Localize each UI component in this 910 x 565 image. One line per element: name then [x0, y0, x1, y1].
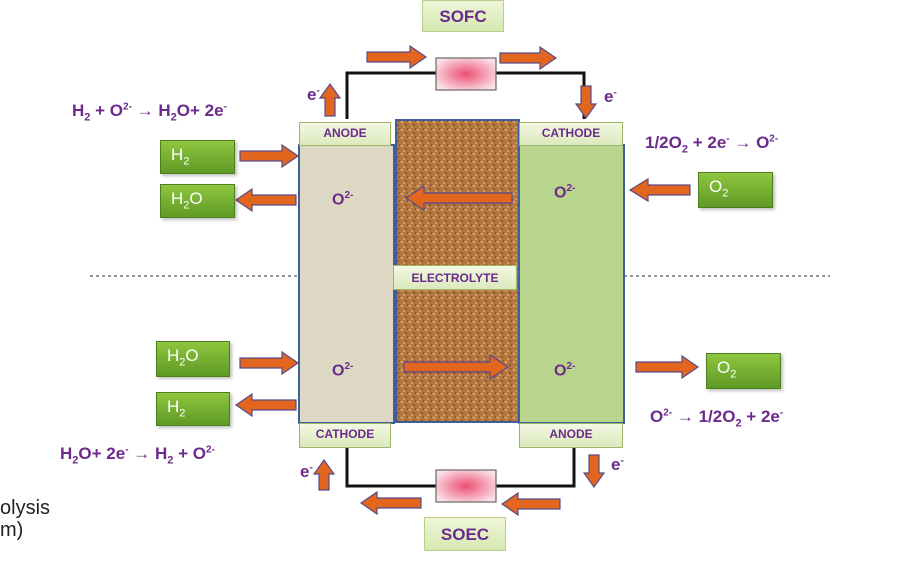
sofc-anode-label: ANODE [299, 122, 391, 146]
sofc-anode-reaction: H2 + O2- → H2O+ 2e- [72, 101, 227, 124]
sofc-h2o-out-arrow [234, 187, 297, 213]
sofc-anode-label-text: ANODE [323, 126, 367, 140]
sofc-electron-down-arrow [574, 85, 598, 120]
soec-electron-up-arrow [312, 458, 336, 491]
sofc-cathode-label: CATHODE [519, 122, 623, 146]
soec-electron-flow-arrow-2 [500, 491, 561, 517]
soec-o2-out-arrow [635, 354, 700, 380]
soec-o2-output-box: O2 [706, 353, 781, 389]
soec-electron-flow-arrow-1 [359, 490, 422, 516]
sofc-cathode-reaction: 1/2O2 + 2e- → O2- [645, 133, 779, 156]
sofc-title-text: SOFC [439, 7, 487, 26]
sofc-electron-flow-arrow-1 [366, 44, 428, 70]
sofc-load [435, 57, 497, 91]
sofc-electron-right-label: e- [604, 87, 617, 106]
soec-power-source [435, 469, 497, 503]
soec-h2o-in-arrow [239, 350, 300, 376]
soec-title: SOEC [424, 517, 506, 551]
soec-title-text: SOEC [440, 525, 490, 544]
electrolyte-label-text: ELECTROLYTE [411, 271, 499, 285]
sofc-ion-left: O2- [332, 190, 354, 209]
soec-h2-output-box: H2 [156, 392, 230, 426]
cropped-caption: olysis m) [0, 497, 50, 541]
soec-anode-label-text: ANODE [549, 427, 593, 441]
sofc-o2-input-box: O2 [698, 172, 773, 208]
cropped-caption-line-2: m) [0, 519, 24, 541]
sofc-o2-in-arrow [628, 177, 691, 203]
sofc-cathode-label-text: CATHODE [541, 126, 601, 140]
sofc-electron-up-arrow [318, 82, 342, 117]
electrolyte-label: ELECTROLYTE [393, 265, 517, 290]
soec-h2o-input-box: H2O [156, 341, 230, 377]
sofc-ion-arrow [404, 184, 513, 212]
sofc-h2o-output-box: H2O [160, 184, 235, 218]
soec-ion-right: O2- [554, 361, 576, 380]
sofc-title: SOFC [422, 0, 504, 32]
soec-anode-label: ANODE [519, 423, 623, 448]
sofc-electron-flow-arrow-2 [499, 45, 558, 71]
soec-cathode-reaction: H2O+ 2e- → H2 + O2- [60, 444, 215, 467]
sofc-electron-left-label: e- [307, 85, 320, 104]
left-electrode-layer [298, 144, 395, 424]
soec-electron-down-arrow [582, 454, 606, 489]
soec-cathode-label-text: CATHODE [315, 427, 375, 441]
cropped-caption-line-1: olysis [0, 497, 51, 519]
soec-cathode-label: CATHODE [299, 423, 391, 448]
soec-h2-out-arrow [234, 392, 297, 418]
soec-electron-left-label: e- [300, 462, 313, 481]
sofc-ion-right: O2- [554, 183, 576, 202]
sofc-h2-input-box: H2 [160, 140, 235, 174]
soec-ion-left: O2- [332, 361, 354, 380]
soec-electron-right-label: e- [611, 455, 624, 474]
soec-anode-reaction: O2- → 1/2O2 + 2e- [650, 407, 784, 430]
sofc-h2-in-arrow [239, 143, 300, 169]
soec-ion-arrow [403, 353, 510, 381]
